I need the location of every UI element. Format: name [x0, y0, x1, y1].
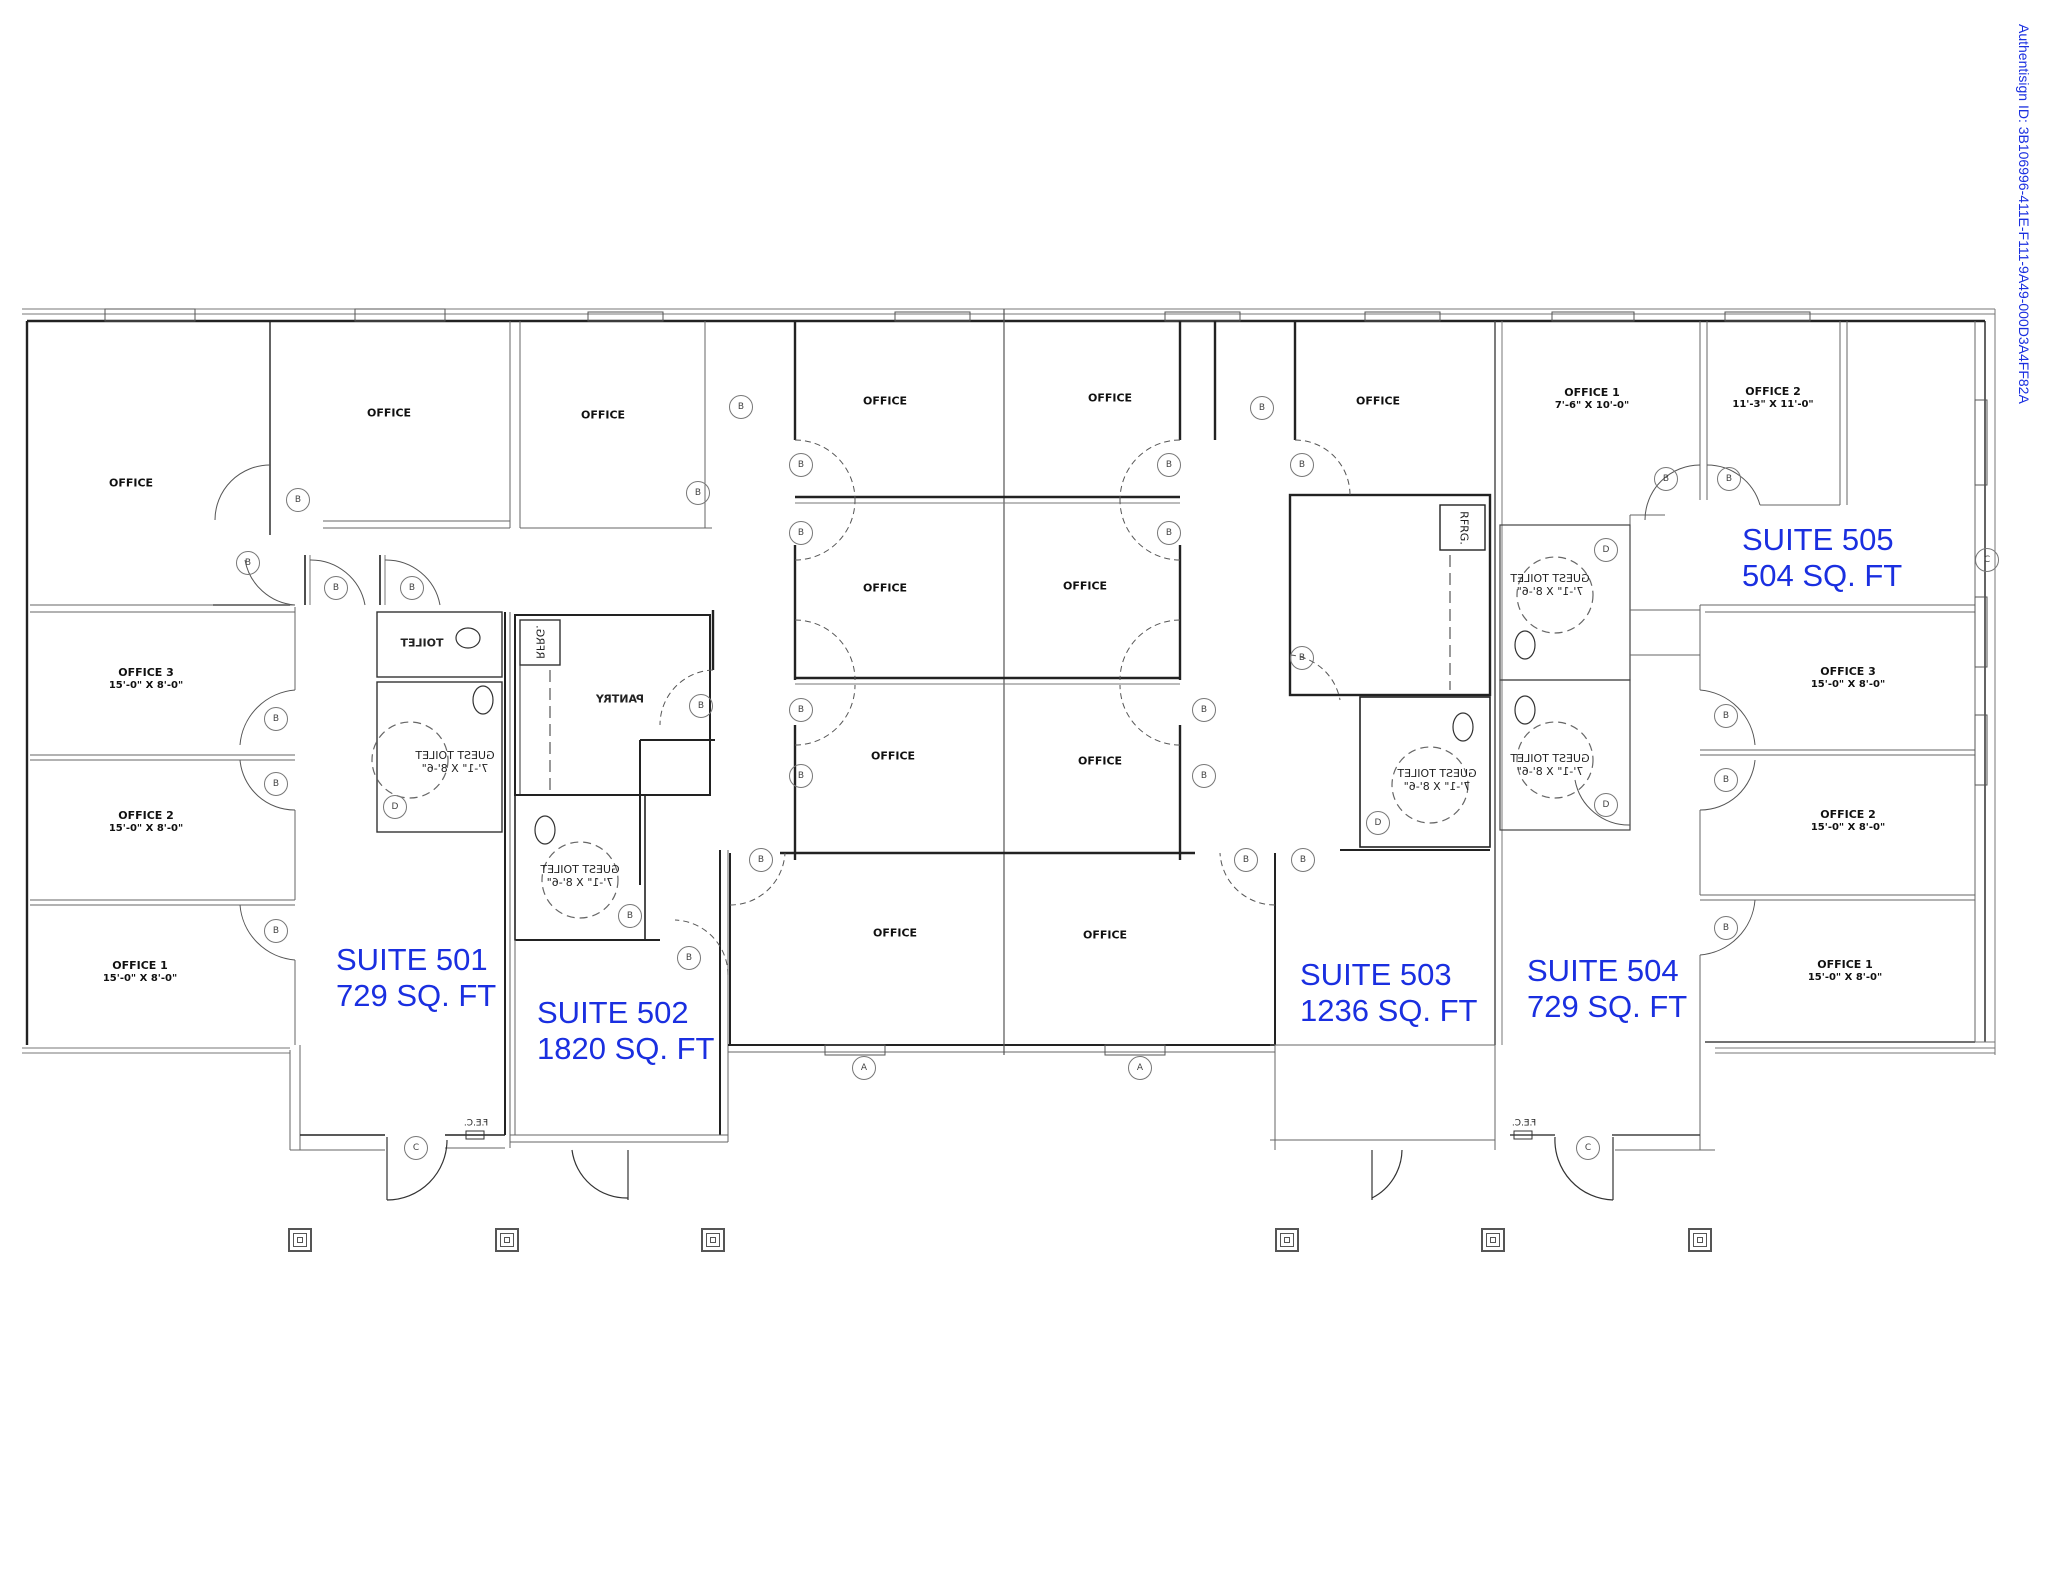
door-tag-b: B	[789, 521, 813, 545]
room-label-501-office: OFFICE	[108, 476, 154, 490]
door-tag-b: B	[749, 848, 773, 872]
room-label-502-office-top-mid: OFFICE	[580, 408, 626, 422]
door-tag-b: B	[264, 919, 288, 943]
door-tag-b: B	[264, 772, 288, 796]
suite-area: 504 SQ. FT	[1742, 558, 1903, 593]
fec-label: F.E.C.	[1511, 1118, 1537, 1129]
column-marker	[495, 1228, 519, 1252]
door-tag-c: C	[1975, 548, 1999, 572]
room-label-503-office-5: OFFICE	[1355, 394, 1401, 408]
door-tag-b: B	[789, 453, 813, 477]
suite-label-501: SUITE 501 729 SQ. FT	[336, 942, 496, 1014]
door-tag-c: C	[404, 1136, 428, 1160]
suite-name: SUITE 505	[1742, 522, 1894, 557]
door-tag-a: A	[852, 1056, 876, 1080]
door-tag-b: B	[1714, 704, 1738, 728]
door-tag-b: B	[1654, 467, 1678, 491]
door-tag-b: B	[789, 698, 813, 722]
door-tag-b: B	[1192, 698, 1216, 722]
suite-area: 729 SQ. FT	[1527, 989, 1688, 1024]
door-tag-b: B	[1290, 453, 1314, 477]
room-label-503-refrig: RFRG.	[1457, 511, 1471, 545]
door-tag-d: D	[1366, 811, 1390, 835]
fec-label: F.E.C.	[463, 1118, 489, 1129]
door-tag-b: B	[1717, 467, 1741, 491]
room-label-503-office-1: OFFICE	[1087, 391, 1133, 405]
door-tag-b: B	[236, 551, 260, 575]
room-label-503-office-2: OFFICE	[1062, 579, 1108, 593]
door-tag-b: B	[1714, 768, 1738, 792]
door-tag-b: B	[1234, 848, 1258, 872]
door-tag-b: B	[286, 488, 310, 512]
door-tag-b: B	[618, 904, 642, 928]
room-label-502-office-3: OFFICE	[870, 749, 916, 763]
column-marker	[1275, 1228, 1299, 1252]
suite-area: 1236 SQ. FT	[1300, 993, 1478, 1028]
door-tag-b: B	[1157, 453, 1181, 477]
door-tag-d: D	[1594, 538, 1618, 562]
door-tag-b: B	[324, 576, 348, 600]
suite-name: SUITE 504	[1527, 953, 1679, 988]
door-tag-b: B	[1290, 646, 1314, 670]
suite-name: SUITE 503	[1300, 957, 1452, 992]
authentisign-id: Authentisign ID: 3B106996-411E-F111-9A49…	[2016, 24, 2032, 404]
door-tag-a: A	[1128, 1056, 1152, 1080]
door-tag-c: C	[1576, 1136, 1600, 1160]
door-tag-b: B	[729, 395, 753, 419]
room-label-502-office-4: OFFICE	[872, 926, 918, 940]
suite-area: 729 SQ. FT	[336, 978, 497, 1013]
room-label-502-pantry: PANTRY	[595, 692, 645, 706]
door-tag-b: B	[1291, 848, 1315, 872]
door-tag-b: B	[1250, 396, 1274, 420]
room-label-503-office-4: OFFICE	[1082, 928, 1128, 942]
suite-label-503: SUITE 503 1236 SQ. FT	[1300, 957, 1477, 1029]
room-label-503-office-3: OFFICE	[1077, 754, 1123, 768]
door-tag-b: B	[689, 694, 713, 718]
room-label-502-refrig: RFRG.	[533, 625, 547, 659]
door-tag-b: B	[686, 481, 710, 505]
column-marker	[701, 1228, 725, 1252]
suite-name: SUITE 502	[537, 995, 689, 1030]
column-marker	[1481, 1228, 1505, 1252]
door-tag-b: B	[1714, 916, 1738, 940]
door-tag-b: B	[264, 707, 288, 731]
door-tag-b: B	[1192, 764, 1216, 788]
suite-label-505: SUITE 505 504 SQ. FT	[1742, 522, 1902, 594]
column-marker	[288, 1228, 312, 1252]
suite-area: 1820 SQ. FT	[537, 1031, 715, 1066]
door-tag-d: D	[1594, 793, 1618, 817]
suite-name: SUITE 501	[336, 942, 488, 977]
door-tag-b: B	[1157, 521, 1181, 545]
door-tag-d: D	[383, 795, 407, 819]
door-tag-b: B	[400, 576, 424, 600]
room-label-502-office-2: OFFICE	[862, 581, 908, 595]
room-label-502-office-top-left: OFFICE	[366, 406, 412, 420]
suite-label-504: SUITE 504 729 SQ. FT	[1527, 953, 1687, 1025]
door-tag-b: B	[789, 764, 813, 788]
room-label-502-office-1: OFFICE	[862, 394, 908, 408]
door-tag-b: B	[677, 946, 701, 970]
suite-label-502: SUITE 502 1820 SQ. FT	[537, 995, 714, 1067]
room-label-501-toilet: TOILET	[400, 636, 444, 650]
column-marker	[1688, 1228, 1712, 1252]
